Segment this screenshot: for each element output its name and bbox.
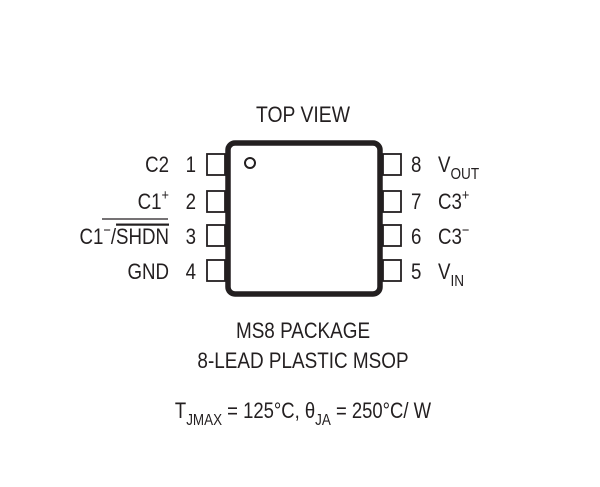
pin-number-8: 8	[411, 154, 421, 178]
pin-name-c3-plus: C3+	[438, 186, 469, 214]
pin-number-5: 5	[411, 261, 421, 285]
pin-name-vin: VIN	[438, 261, 464, 291]
package-description: 8-LEAD PLASTIC MSOP	[197, 349, 408, 374]
pin-number-7: 7	[411, 191, 421, 215]
pin-pad-7	[382, 190, 402, 213]
pin-pad-2	[206, 190, 226, 213]
pin-number-3: 3	[186, 226, 196, 250]
pin-number-1: 1	[186, 154, 196, 178]
top-view-label: TOP VIEW	[256, 103, 350, 127]
pin-pad-6	[382, 224, 402, 247]
pin1-marker-dot	[244, 157, 256, 169]
pin-pad-3	[206, 224, 226, 247]
pin-pad-1	[206, 153, 226, 176]
pin-number-2: 2	[186, 191, 196, 215]
pin-name-vout: VOUT	[438, 154, 479, 184]
pin-number-6: 6	[411, 226, 421, 250]
pin-pad-8	[382, 153, 402, 176]
pin-name-c2: C2	[145, 154, 169, 178]
pin-name-c1-plus: C1+	[138, 186, 169, 214]
pin-name-gnd: GND	[127, 261, 169, 285]
pin-pad-4	[206, 259, 226, 282]
package-name: MS8 PACKAGE	[236, 319, 370, 344]
pin-number-4: 4	[186, 261, 196, 285]
chip-body	[225, 140, 383, 297]
pin-pad-5	[382, 259, 402, 282]
pin-name-c3-minus: C3−	[438, 221, 469, 249]
thermal-spec: TJMAX = 125°C, θJA = 250°C/ W	[175, 400, 432, 430]
pin-name-c1-minus-shdn: C1−/SHDN	[79, 221, 169, 249]
